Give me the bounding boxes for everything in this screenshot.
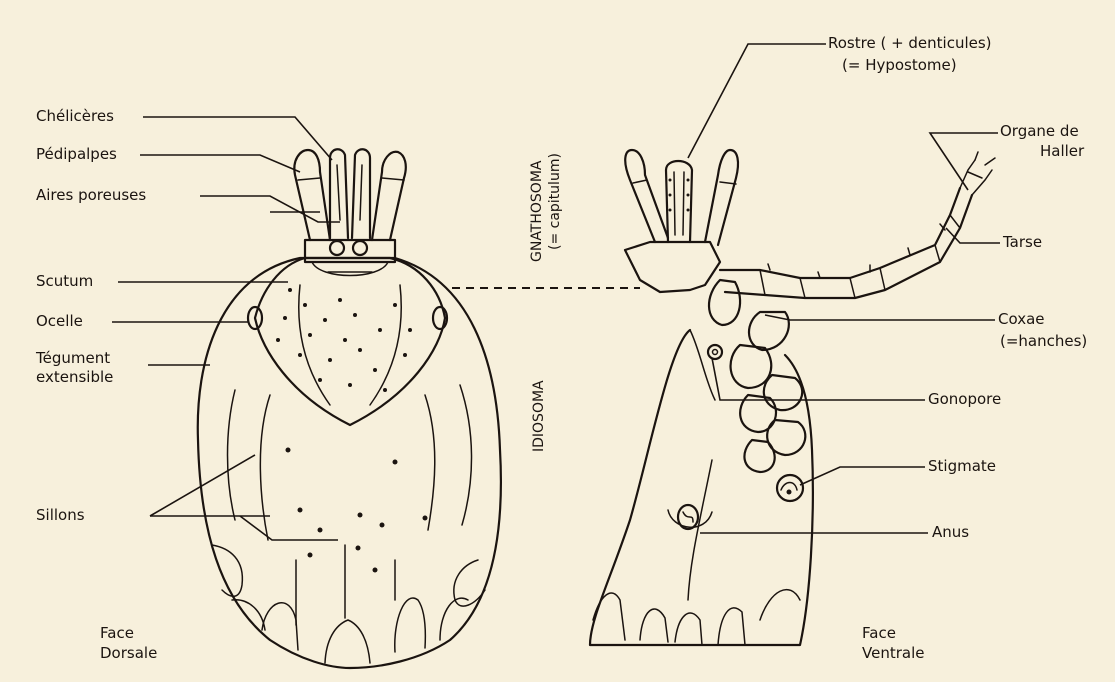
scutum-punctations <box>276 288 412 392</box>
label-rostre-line2: (= Hypostome) <box>842 56 957 74</box>
caption-dorsal-line1: Face <box>100 624 134 642</box>
label-gonopore: Gonopore <box>928 390 1001 408</box>
alloscutum-punctations <box>286 448 428 573</box>
label-ocelle: Ocelle <box>36 312 83 330</box>
label-rostre-line1: Rostre ( + denticules) <box>828 34 992 52</box>
label-coxae-line1: Coxae <box>998 310 1045 328</box>
dorsal-body <box>198 149 501 668</box>
label-capitulum: (= capitulum) <box>546 153 564 250</box>
label-idiosoma: IDIOSOMA <box>530 380 548 452</box>
label-pedipalpes: Pédipalpes <box>36 145 117 163</box>
label-haller-line2: Haller <box>1040 142 1084 160</box>
label-aires-poreuses: Aires poreuses <box>36 186 146 204</box>
caption-dorsal-line2: Dorsale <box>100 644 157 662</box>
label-anus: Anus <box>932 523 969 541</box>
label-tegument-line2: extensible <box>36 368 113 386</box>
label-coxae-line2: (=hanches) <box>1000 332 1087 350</box>
label-cheliceres: Chélicères <box>36 107 114 125</box>
label-sillons: Sillons <box>36 506 85 524</box>
label-haller-line1: Organe de <box>1000 122 1079 140</box>
label-scutum: Scutum <box>36 272 93 290</box>
label-gnathosoma: GNATHOSOMA <box>528 161 546 262</box>
caption-ventral-line1: Face <box>862 624 896 642</box>
label-stigmate: Stigmate <box>928 457 996 475</box>
label-tegument-line1: Tégument <box>36 349 110 367</box>
label-tarse: Tarse <box>1003 233 1042 251</box>
dorsal-leader-lines <box>112 117 340 540</box>
caption-ventral-line2: Ventrale <box>862 644 924 662</box>
